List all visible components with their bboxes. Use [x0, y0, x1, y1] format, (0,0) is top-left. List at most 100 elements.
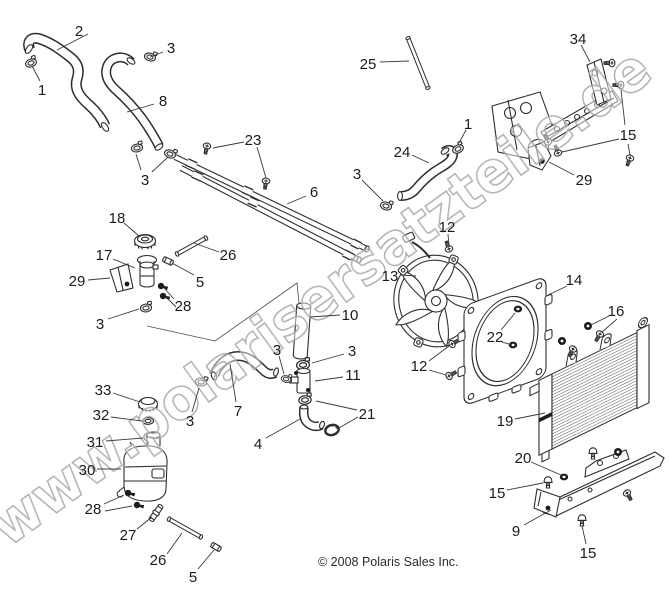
callout-33: 33: [95, 382, 112, 399]
filler-cap-18: [133, 233, 157, 250]
nut-16: [583, 321, 593, 331]
callout-8: 8: [159, 93, 167, 110]
twin-coolant-tubes: [173, 154, 370, 264]
fan-screw-12: [444, 368, 459, 382]
leader-line: [123, 222, 140, 237]
callout-4: 4: [254, 436, 262, 453]
fan-wire: [402, 231, 431, 259]
leader-line: [428, 345, 450, 362]
worm-clamp-21: [324, 423, 340, 437]
leader-line: [590, 315, 610, 326]
upper-radiator-hose: [397, 144, 458, 201]
callout-7: 7: [234, 403, 242, 420]
callout-3: 3: [186, 413, 194, 430]
callout-22: 22: [487, 329, 504, 346]
leader-line: [514, 412, 546, 420]
nut-16: [613, 447, 623, 457]
leader-line: [165, 296, 177, 308]
leader-line: [103, 494, 125, 505]
leader-line: [212, 141, 245, 149]
reference-line: [146, 282, 300, 342]
leader-line: [126, 103, 155, 113]
leader-line: [135, 153, 142, 171]
callout-14: 14: [566, 272, 583, 289]
callout-18: 18: [109, 210, 126, 227]
hose-clamp-3: [129, 140, 145, 154]
leader-line: [265, 418, 301, 439]
mounting-screw-23: [201, 141, 212, 156]
callout-27: 27: [120, 527, 137, 544]
leader-line: [87, 277, 111, 281]
leader-line: [278, 355, 285, 375]
filler-neck-17: [136, 254, 159, 288]
leader-line: [31, 65, 41, 82]
t-fitting-11: [287, 367, 311, 394]
lower-radiator-bracket: [533, 449, 665, 518]
screw-28: [132, 500, 146, 511]
bolt-15: [543, 476, 553, 489]
callout-15: 15: [620, 127, 637, 144]
bypass-hose-7: [209, 351, 279, 381]
leader-line: [136, 516, 153, 530]
cooling-fan: [393, 253, 483, 349]
callout-15: 15: [489, 485, 506, 502]
callout-12: 12: [439, 219, 456, 236]
leader-line: [601, 318, 618, 333]
hose-clamp-1: [23, 54, 39, 70]
bolt-15: [577, 514, 587, 527]
leader-line: [411, 154, 430, 164]
bolt-15: [588, 447, 598, 460]
drain-fitting-27: [148, 504, 164, 522]
callout-1: 1: [38, 82, 46, 99]
leader-line: [105, 437, 144, 442]
hose-clamp-21: [297, 392, 313, 406]
leader-line: [112, 392, 141, 403]
bushing-5: [161, 255, 175, 267]
leader-line: [620, 89, 626, 126]
vent-hose: [101, 52, 164, 151]
callout-2: 2: [75, 23, 83, 40]
leader-line: [580, 44, 591, 63]
leader-line: [193, 242, 220, 253]
callout-16: 16: [608, 303, 625, 320]
copyright-text: © 2008 Polaris Sales Inc.: [318, 555, 459, 569]
screw-15: [621, 488, 635, 503]
callout-12: 12: [411, 358, 428, 375]
callout-17: 17: [96, 247, 113, 264]
callout-6: 6: [310, 184, 318, 201]
leader-line: [379, 60, 410, 63]
leader-line: [547, 285, 568, 296]
callout-3: 3: [141, 172, 149, 189]
hose-clamp-3: [139, 300, 154, 314]
fan-shroud: [457, 278, 553, 404]
leader-line: [399, 274, 417, 277]
leader-line: [561, 138, 620, 153]
elbow-hose-4: [298, 404, 325, 432]
leader-line: [256, 146, 267, 179]
leader-line: [286, 195, 307, 205]
diagram-artwork: [23, 32, 665, 553]
shroud-grommet-22: [513, 305, 523, 313]
mounting-screw-23: [260, 177, 271, 191]
leader-line: [627, 143, 631, 156]
leader-line: [197, 549, 215, 570]
drain-tube-26: [166, 516, 204, 540]
callout-20: 20: [515, 450, 532, 467]
leader-line: [530, 461, 562, 476]
callout-21: 21: [359, 406, 376, 423]
reservoir-cap-33: [137, 396, 159, 412]
overflow-tube: [405, 36, 431, 90]
callout-31: 31: [87, 434, 104, 451]
callout-28: 28: [175, 298, 192, 315]
leader-line: [309, 314, 341, 318]
callout-3: 3: [348, 343, 356, 360]
leader-line: [166, 532, 183, 555]
vent-tube-26: [174, 235, 209, 257]
leader-line: [500, 312, 516, 331]
radiator: [529, 316, 650, 463]
leader-line: [361, 179, 384, 202]
callout-3: 3: [273, 342, 281, 359]
leader-line: [229, 363, 237, 403]
